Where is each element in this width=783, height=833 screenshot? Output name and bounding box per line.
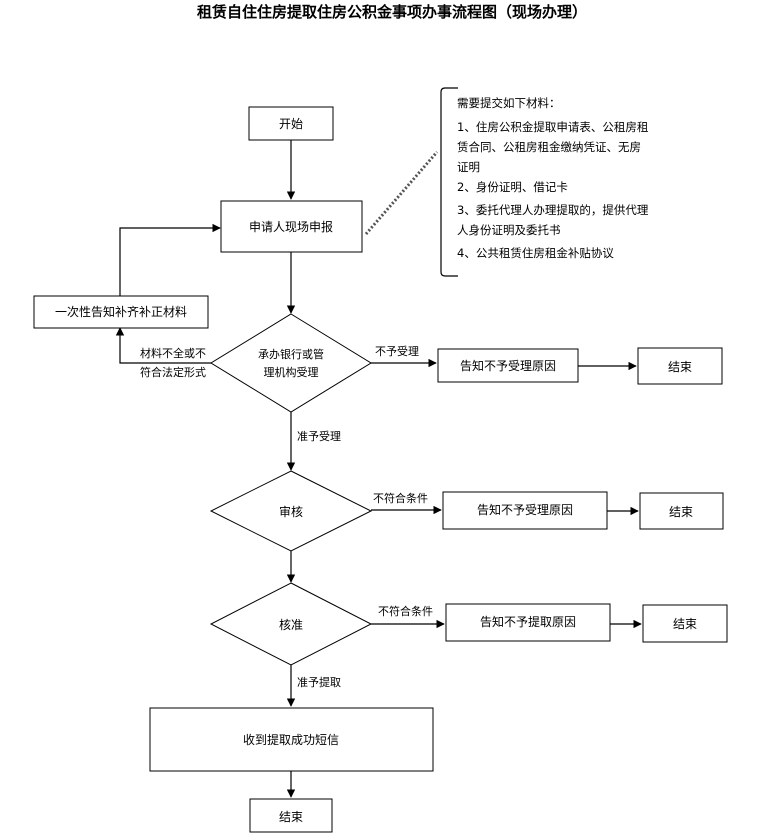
edge-supplement-to-apply <box>119 223 221 296</box>
node-end-final: 结束 <box>249 798 333 833</box>
edge-label-approved-withdraw: 准予提取 <box>297 676 341 689</box>
node-reject-approve-label: 告知不予提取原因 <box>480 614 576 629</box>
node-success-sms-label: 收到提取成功短信 <box>243 732 339 747</box>
node-apply-label: 申请人现场申报 <box>249 219 333 234</box>
edges <box>115 140 642 798</box>
node-review: 审核 <box>209 470 373 552</box>
note-bracket <box>440 87 458 277</box>
edge-label-not-qualified-approve: 不符合条件 <box>378 604 433 618</box>
note-line: 2、身份证明、借记卡 <box>457 180 568 194</box>
node-end-final-label: 结束 <box>279 810 303 824</box>
edge-label-accepted: 准予受理 <box>297 430 341 443</box>
node-reject-review-label: 告知不予受理原因 <box>477 503 573 517</box>
node-accept-label-line1: 承办银行或管 <box>258 347 324 361</box>
note-connector <box>364 151 439 235</box>
materials-note: 需要提交如下材料： 1、住房公积金提取申请表、公租房租 赁合同、公租房租金缴纳凭… <box>457 96 649 260</box>
note-line: 需要提交如下材料： <box>457 96 561 110</box>
node-start-label: 开始 <box>279 117 303 131</box>
node-end-3: 结束 <box>642 604 728 643</box>
node-end-2: 结束 <box>639 492 724 530</box>
node-reject-review: 告知不予受理原因 <box>442 491 608 530</box>
note-line: 人身份证明及委托书 <box>457 223 561 237</box>
note-line: 1、住房公积金提取申请表、公租房租 <box>457 120 649 134</box>
node-review-label: 审核 <box>279 504 303 519</box>
node-notify-supplement-label: 一次性告知补齐补正材料 <box>55 304 187 319</box>
node-accept-label-line2: 理机构受理 <box>264 365 319 379</box>
node-reject-accept: 告知不予受理原因 <box>437 348 579 383</box>
node-success-sms: 收到提取成功短信 <box>149 707 434 772</box>
node-reject-approve: 告知不予提取原因 <box>445 603 611 642</box>
node-end-1-label: 结束 <box>668 360 692 374</box>
node-accept: 承办银行或管 理机构受理 <box>210 313 372 413</box>
node-end-2-label: 结束 <box>669 505 693 519</box>
node-apply: 申请人现场申报 <box>220 200 363 253</box>
edge-accept-to-supplement <box>115 327 211 364</box>
note-line: 证明 <box>457 160 480 174</box>
node-start: 开始 <box>248 106 334 141</box>
edge-label-not-accepted: 不予受理 <box>375 345 419 358</box>
note-line: 赁合同、公租房租金缴纳凭证、无房 <box>457 140 641 154</box>
node-reject-accept-label: 告知不予受理原因 <box>460 359 556 373</box>
note-line: 4、公共租赁住房租金补贴协议 <box>457 246 614 260</box>
page-title: 租赁自住住房提取住房公积金事项办事流程图（现场办理） <box>197 3 587 21</box>
node-end-1: 结束 <box>637 347 723 385</box>
node-approve-label: 核准 <box>279 618 303 632</box>
node-end-3-label: 结束 <box>673 617 697 631</box>
node-notify-supplement: 一次性告知补齐补正材料 <box>33 295 209 329</box>
edge-label-incomplete-line2: 符合法定形式 <box>140 365 206 379</box>
edge-label-incomplete-line1: 材料不全或不 <box>140 346 206 360</box>
edge-label-not-qualified-review: 不符合条件 <box>373 491 428 505</box>
node-approve: 核准 <box>209 582 373 666</box>
note-line: 3、委托代理人办理提取的，提供代理 <box>457 203 649 217</box>
